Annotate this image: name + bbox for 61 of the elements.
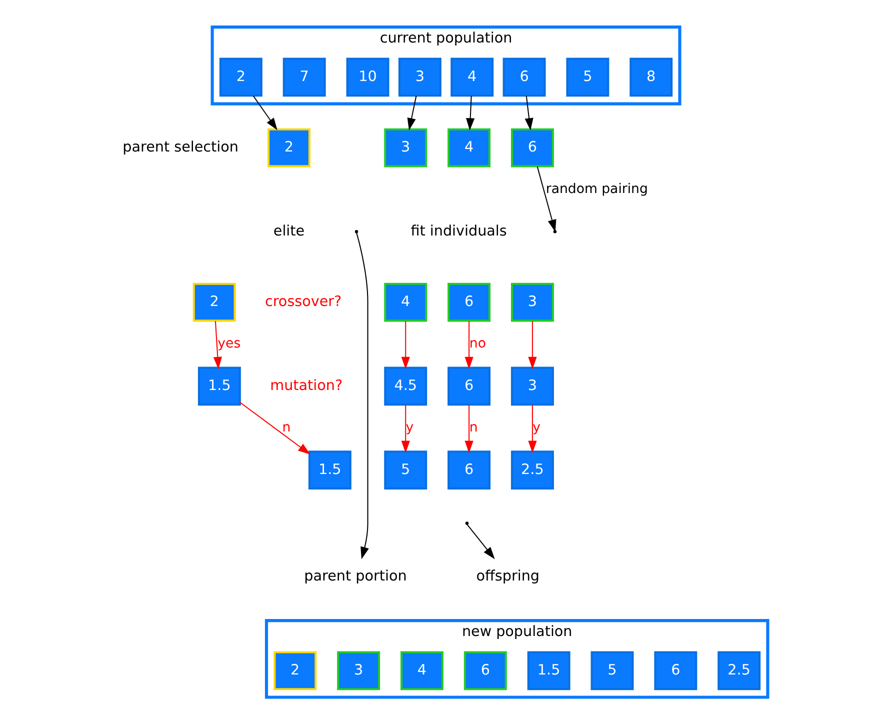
edge-label: random pairing	[546, 182, 648, 198]
label: mutation?	[270, 378, 343, 394]
node-box: 2	[219, 58, 262, 97]
node-text: offspring	[476, 568, 540, 584]
arrow	[401, 404, 410, 454]
node-text: parent portion	[304, 568, 407, 584]
node-box: 6	[448, 450, 490, 490]
node-box: 6	[464, 651, 507, 690]
node-box: 5	[384, 450, 428, 490]
node-box: 7	[282, 58, 326, 97]
label: elite	[273, 223, 305, 240]
node-box: 1.5	[527, 651, 570, 690]
node-box: 2	[268, 128, 310, 168]
node-box: 2	[274, 651, 317, 690]
node-box: 6	[448, 366, 490, 406]
node-box: 6	[502, 58, 546, 97]
arrow	[356, 232, 369, 560]
arrow	[213, 321, 222, 370]
arrow	[524, 96, 534, 130]
arrow	[252, 96, 278, 130]
node-box: 8	[630, 58, 673, 97]
arrow	[464, 404, 474, 454]
node-box: 3	[510, 366, 554, 406]
node-box: 2.5	[510, 450, 554, 490]
label: fit individuals	[410, 223, 507, 240]
node-box: 6	[654, 651, 698, 690]
label: crossover?	[265, 294, 342, 310]
arrow	[536, 166, 556, 232]
node-box: 1.5	[308, 450, 352, 490]
arrow	[528, 404, 537, 454]
node-box: 2	[192, 282, 236, 322]
node-box: 10	[346, 58, 390, 97]
node-box: 1.5	[198, 366, 241, 406]
node-box: 3	[398, 58, 442, 97]
node-box: 3	[337, 651, 380, 690]
node-box: 3	[510, 282, 554, 322]
node-box: 5	[590, 651, 634, 690]
edge-label: y	[406, 420, 414, 436]
edge-label: n	[282, 420, 291, 436]
node-box: 2.5	[718, 651, 761, 690]
edge-label: yes	[218, 336, 241, 352]
node-box: 4	[450, 58, 494, 97]
arrow	[466, 524, 495, 560]
arrow	[466, 96, 475, 130]
node-box: 4.5	[384, 366, 428, 406]
node-box: 5	[566, 58, 610, 97]
arrow	[407, 96, 417, 130]
node-box: 6	[448, 282, 490, 322]
node-box: 3	[384, 128, 428, 168]
node-box: 6	[510, 128, 554, 168]
label: parent selection	[122, 140, 238, 156]
node-box: 4	[384, 282, 428, 322]
node-box: 4	[448, 128, 490, 168]
arrow	[528, 321, 537, 370]
edge-label: no	[469, 336, 486, 352]
arrow	[464, 321, 474, 370]
node-box: 4	[400, 651, 444, 690]
arrow	[401, 321, 410, 370]
edge-label: y	[532, 420, 540, 436]
edge-label: n	[469, 420, 478, 436]
arrow	[240, 402, 310, 455]
